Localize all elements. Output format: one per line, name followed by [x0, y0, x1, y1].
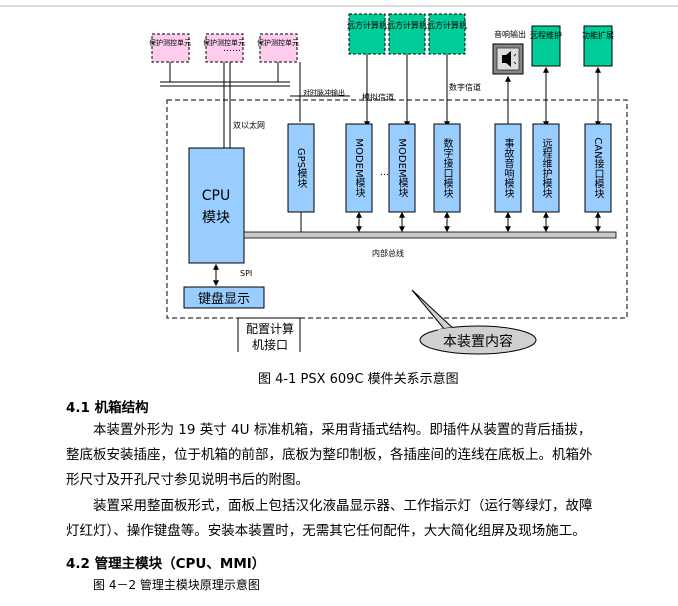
svg-text:保护测控单元: 保护测控单元 [257, 38, 299, 47]
svg-text:GPS模块: GPS模块 [295, 148, 307, 189]
remote-computer-2: 远方计算机 [387, 13, 427, 55]
sound-output-label: 音响输出 [494, 29, 526, 39]
sound-module: 事故音响模块 [494, 123, 522, 213]
function-expansion-box: 功能扩展 [582, 25, 614, 67]
device-boundary [166, 99, 628, 319]
cpu-module: CPU 模块 [188, 147, 245, 264]
svg-text:机接口: 机接口 [252, 337, 288, 352]
internal-bus-label: 内部总线 [372, 248, 404, 258]
remote-maintenance-box: 远程维护 [530, 25, 562, 67]
protect-ellipsis: …… [223, 44, 241, 54]
svg-text:远方计算机: 远方计算机 [387, 20, 427, 30]
protect-unit-1: 保护测控单元 [149, 33, 191, 63]
protect-unit-3: 保护测控单元 [257, 33, 299, 63]
modem-module-2: MODEM模块 [388, 123, 416, 213]
dual-ethernet-label: 双以太网 [233, 120, 265, 130]
paragraph-1-line-3: 形尺寸及开孔尺寸参见说明书后的附图。 [66, 472, 309, 488]
svg-text:键盘显示: 键盘显示 [198, 291, 250, 307]
svg-text:远程维护模块: 远程维护模块 [540, 138, 552, 199]
paragraph-2-line-1: 装置采用整面板形式，面板上包括汉化液晶显示器、工作指示灯（运行等绿灯，故障 [93, 498, 593, 514]
digital-interface-module: 数字接口模块 [433, 123, 461, 213]
device-content-callout: 本装置内容 [411, 289, 537, 355]
analog-channel-label: 模拟信道 [362, 92, 394, 102]
spi-label: SPI [240, 269, 252, 278]
svg-text:远方计算机: 远方计算机 [427, 20, 467, 30]
time-pulse-label: 对时脉冲输出 [303, 88, 345, 97]
remote-computer-3: 远方计算机 [427, 13, 467, 55]
digital-channel-label: 数字信道 [449, 82, 481, 92]
keyboard-display-module: 键盘显示 [183, 286, 265, 309]
svg-text:配置计算: 配置计算 [246, 321, 294, 336]
section-heading-4-1: 4.1 机箱结构 [66, 400, 149, 416]
paragraph-1-line-1: 本装置外形为 19 英寸 4U 标准机箱，采用背插式结构。即插件从装置的背后插拔… [93, 422, 592, 438]
protect-unit-2: 保护测控单元 [203, 33, 245, 63]
paragraph-1-line-2: 整底板安装插座，位于机箱的前部，底板为整印制板，各插座间的连线在底板上。机箱外 [66, 447, 593, 463]
modem-module-1: MODEM模块 [345, 123, 373, 213]
module-relation-diagram: 保护测控单元 保护测控单元 保护测控单元 …… 远方计算机 远方计算机 远方计算… [0, 5, 678, 355]
svg-text:CAN接口模块: CAN接口模块 [592, 137, 604, 199]
svg-text:模块: 模块 [202, 210, 230, 226]
paragraph-1: 本装置外形为 19 英寸 4U 标准机箱，采用背插式结构。即插件从装置的背后插拔… [66, 418, 593, 493]
remote-maintenance-module: 远程维护模块 [532, 123, 560, 213]
svg-text:远方计算机: 远方计算机 [347, 20, 387, 30]
svg-text:远程维护: 远程维护 [530, 30, 562, 40]
gps-module: GPS模块 [287, 123, 315, 213]
svg-text:保护测控单元: 保护测控单元 [149, 38, 191, 47]
svg-text:MODEM模块: MODEM模块 [396, 138, 408, 198]
figure-caption-4-2: 图 4－2 管理主模块原理示意图 [93, 578, 260, 592]
svg-text:MODEM模块: MODEM模块 [353, 138, 365, 198]
svg-text:保护测控单元: 保护测控单元 [203, 38, 245, 47]
paragraph-2-line-2: 灯红灯）、操作键盘等。安装本装置时，无需其它任何配件，大大简化组屏及现场施工。 [66, 523, 586, 539]
svg-text:数字接口模块: 数字接口模块 [441, 137, 453, 199]
section-heading-4-2: 4.2 管理主模块（CPU、MMI） [66, 556, 266, 572]
paragraph-2: 装置采用整面板形式，面板上包括汉化液晶显示器、工作指示灯（运行等绿灯，故障 灯红… [66, 494, 593, 544]
svg-text:事故音响模块: 事故音响模块 [502, 137, 514, 199]
speaker-icon [492, 43, 524, 75]
config-interface: 配置计算 机接口 [237, 317, 301, 352]
internal-bus [243, 231, 617, 239]
can-module: CAN接口模块 [584, 123, 612, 213]
svg-text:CPU: CPU [202, 188, 230, 204]
svg-text:功能扩展: 功能扩展 [582, 30, 614, 40]
remote-computer-1: 远方计算机 [347, 13, 387, 55]
figure-caption-4-1: 图 4-1 PSX 609C 模件关系示意图 [258, 372, 459, 387]
svg-text:本装置内容: 本装置内容 [443, 333, 513, 350]
